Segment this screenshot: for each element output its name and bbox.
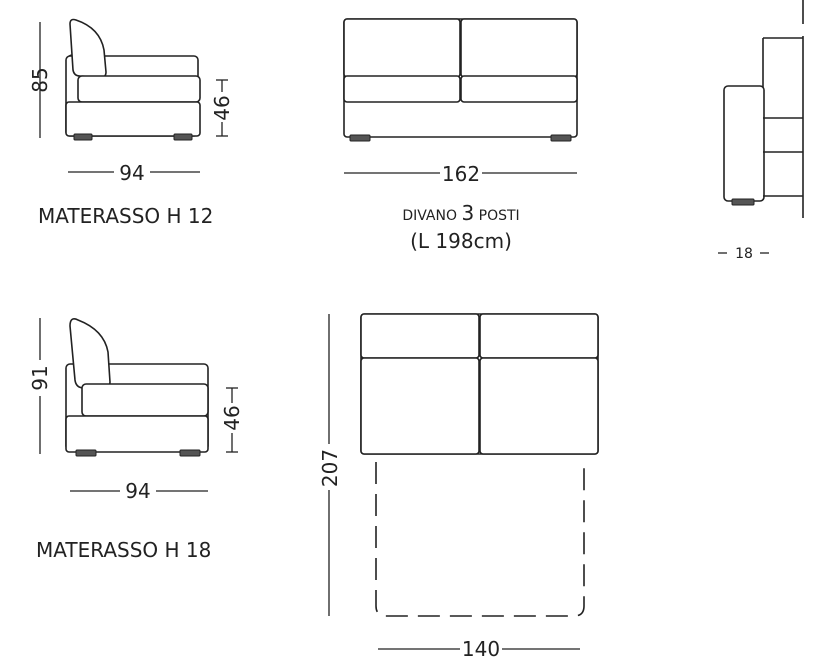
width-label: 94 <box>119 161 144 185</box>
seat-height-label: 46 <box>220 405 244 430</box>
back-cushion <box>360 313 480 359</box>
caption-h12: MATERASSO H 12 <box>38 204 213 228</box>
side-view-h12: 85 46 94 MATERASSO H 12 <box>28 18 234 228</box>
foot <box>550 134 572 142</box>
foot <box>75 449 97 457</box>
height-label: 85 <box>28 67 52 92</box>
foot <box>73 133 93 141</box>
armrest <box>723 85 765 202</box>
front-view-sofa: 162 DIVANO 3 POSTI (L 198cm) <box>343 18 578 253</box>
back-cushion <box>343 18 461 78</box>
width-label: 94 <box>125 479 150 503</box>
bed-open-view: 207 140 <box>316 313 599 658</box>
bed-extension <box>375 462 585 617</box>
backrest <box>69 18 107 78</box>
height-label: 91 <box>28 365 52 390</box>
back-cushion <box>479 313 599 359</box>
caption-sofa-line1: DIVANO 3 POSTI <box>402 201 519 225</box>
seat-cushion <box>360 357 480 455</box>
caption-h18: MATERASSO H 18 <box>36 538 211 562</box>
foot <box>179 449 201 457</box>
foot <box>731 198 755 206</box>
caption-sofa-line2: (L 198cm) <box>410 229 512 253</box>
seat-cushion <box>343 75 461 103</box>
thickness-label: 18 <box>735 246 753 262</box>
backrest <box>69 318 111 389</box>
partial-detail-view: 18 <box>718 0 804 262</box>
width-label: 162 <box>442 162 480 186</box>
back-cushion <box>460 18 578 78</box>
length-label: 207 <box>318 449 342 487</box>
side-view-h18: 91 46 94 MATERASSO H 18 <box>28 318 244 562</box>
seat-cushion <box>81 383 209 417</box>
seat-height-label: 46 <box>210 95 234 120</box>
width-label: 140 <box>462 637 500 658</box>
foot <box>349 134 371 142</box>
foot <box>173 133 193 141</box>
seat-cushion <box>77 75 201 103</box>
seat-cushion <box>479 357 599 455</box>
seat-cushion <box>460 75 578 103</box>
